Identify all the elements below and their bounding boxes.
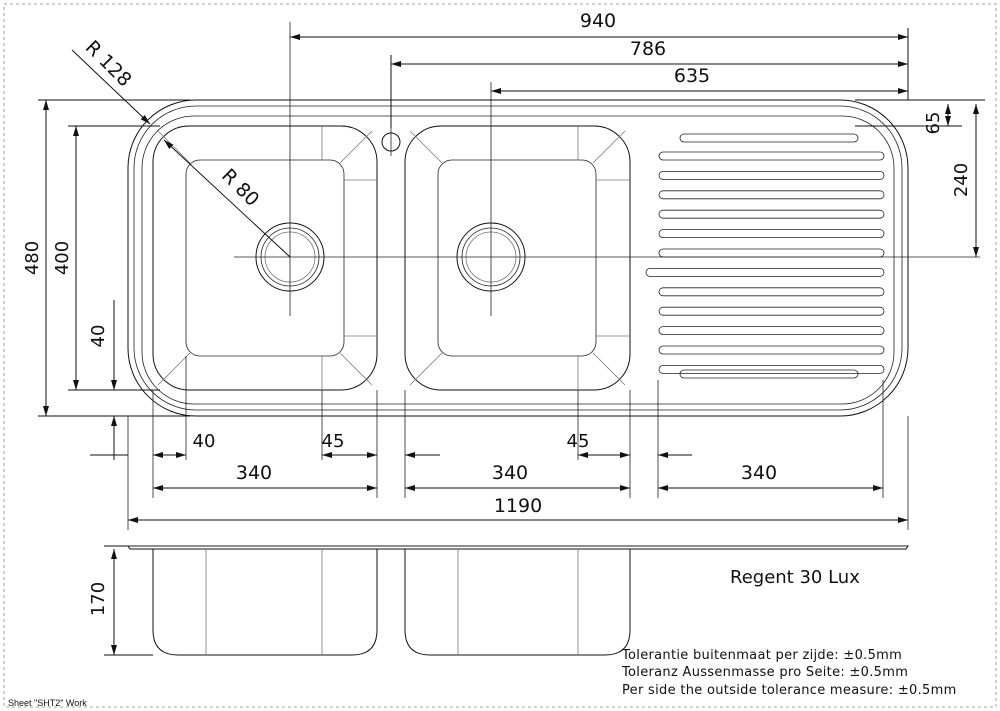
section-view [104,545,909,656]
dim-40-bottom: 40 [193,431,216,452]
tolerance-note-de: Toleranz Aussenmasse pro Seite: ±0.5mm [621,665,908,680]
plan-view [127,22,980,417]
drainer-groove [658,364,885,374]
dim-r80: R 80 [217,165,263,211]
drainer-groove [658,209,885,219]
tolerance-note-en: Per side the outside tolerance measure: … [622,683,957,698]
drainer-groove [658,287,885,297]
dim-786: 786 [630,38,666,60]
dim-340-left: 340 [236,462,272,484]
drainer-groove [658,326,885,336]
left-bowl [152,125,378,391]
dim-45-right: 45 [567,431,590,452]
drainer-groove [658,170,885,180]
dim-65: 65 [923,112,944,135]
dim-400: 400 [52,241,73,275]
sink-deck [141,115,895,405]
drainer-groove [658,151,885,161]
dim-480: 480 [22,241,43,275]
drainer-groove [658,306,885,316]
dim-340-middle: 340 [492,462,528,484]
dim-45-left: 45 [322,431,345,452]
section-right-bowl [404,549,631,656]
dimension-labels: 940 786 635 65 240 480 400 40 R 128 R 80… [22,10,972,616]
dim-940: 940 [580,10,616,32]
dim-635: 635 [674,65,710,87]
dim-r128: R 128 [81,36,136,91]
dim-40-vertical: 40 [88,325,109,348]
right-bowl [404,125,631,391]
drawing-frame [3,3,997,708]
section-left-bowl [152,549,378,656]
drainer-groove [679,369,859,379]
tolerance-note-nl: Tolerantie buitenmaat per zijde: ±0.5mm [621,648,902,663]
dim-340-right: 340 [741,462,777,484]
sink-outer-rim [127,99,909,417]
dimension-lines [38,28,985,530]
drainer-groove [679,133,859,143]
dim-240: 240 [951,163,972,197]
model-name: Regent 30 Lux [730,567,860,588]
sink-rim-inner-line [133,105,903,411]
drainer-grooves [645,133,885,379]
drainer-groove [658,190,885,200]
drainer-groove [658,345,885,355]
drainer-groove [658,229,885,239]
dim-1190: 1190 [494,495,542,517]
drainer-groove [645,267,885,277]
dim-170: 170 [88,582,109,616]
sheet-label: Sheet "SHT2" Work [8,698,87,708]
drainer-groove [658,248,885,258]
